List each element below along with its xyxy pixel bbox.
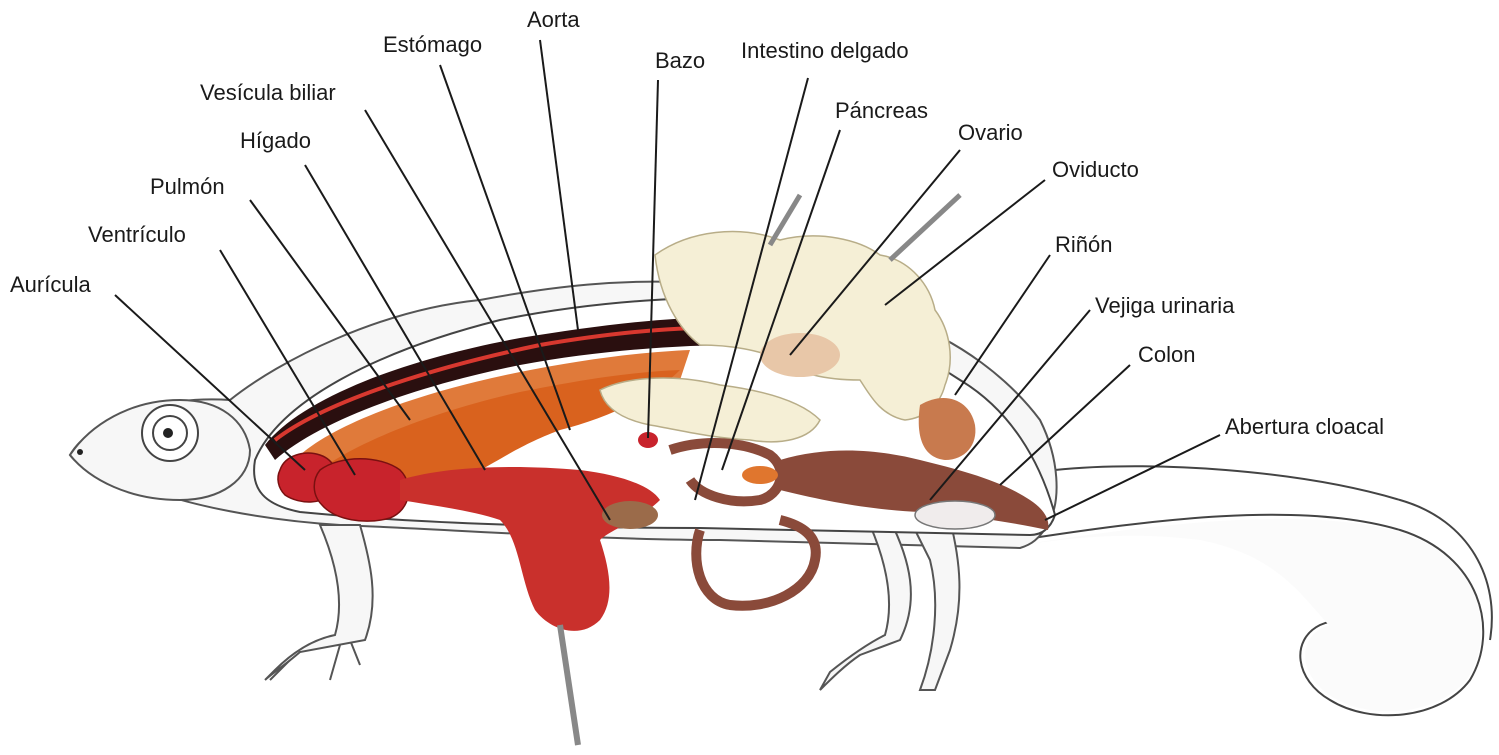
label-auricula: Aurícula xyxy=(10,272,91,297)
leader-abertura xyxy=(1045,435,1220,520)
pupil xyxy=(163,428,173,438)
label-oviducto: Oviducto xyxy=(1052,157,1139,182)
label-bazo: Bazo xyxy=(655,48,705,73)
nostril xyxy=(77,449,83,455)
tail-fill xyxy=(1020,519,1481,712)
ovary xyxy=(760,333,840,377)
label-estomago: Estómago xyxy=(383,32,482,57)
label-pancreas: Páncreas xyxy=(835,98,928,123)
rear-leg xyxy=(820,520,911,690)
pancreas xyxy=(742,466,778,484)
label-ovario: Ovario xyxy=(958,120,1023,145)
label-intestino-delgado: Intestino delgado xyxy=(741,38,909,63)
probe-2 xyxy=(890,195,960,260)
stomach-tube xyxy=(560,625,578,745)
leader-aorta xyxy=(540,40,578,330)
gallbladder xyxy=(602,501,658,529)
label-pulmon: Pulmón xyxy=(150,174,225,199)
label-ventriculo: Ventrículo xyxy=(88,222,186,247)
label-higado: Hígado xyxy=(240,128,311,153)
label-aorta: Aorta xyxy=(527,7,580,32)
stomach xyxy=(400,467,660,631)
label-abertura-cloacal: Abertura cloacal xyxy=(1225,414,1384,439)
urinary-bladder xyxy=(915,501,995,529)
label-rinon: Riñón xyxy=(1055,232,1112,257)
label-colon: Colon xyxy=(1138,342,1195,367)
label-vejiga-urinaria: Vejiga urinaria xyxy=(1095,293,1235,318)
label-vesicula: Vesícula biliar xyxy=(200,80,336,105)
